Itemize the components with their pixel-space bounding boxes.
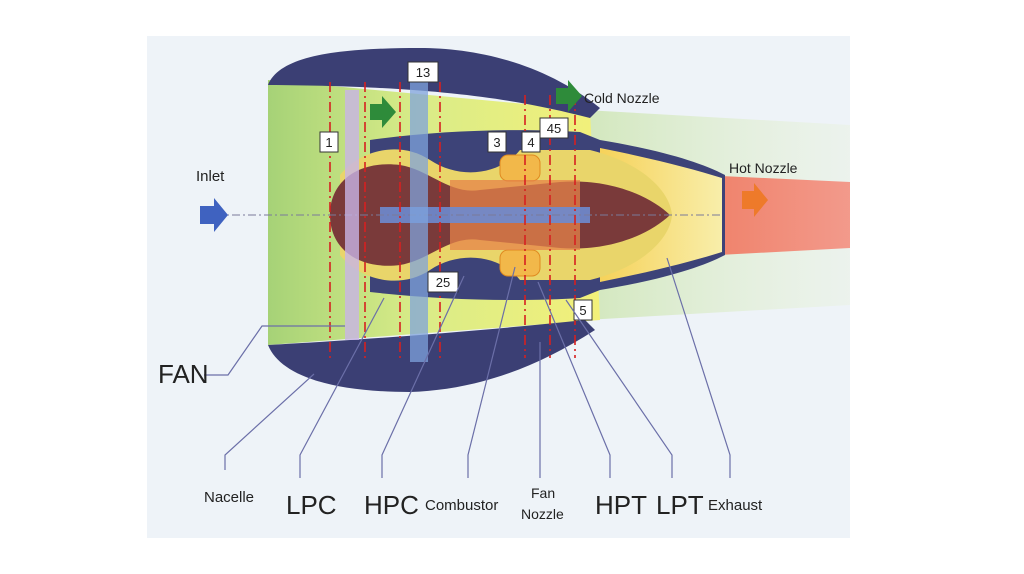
label-fan: FAN bbox=[158, 359, 209, 389]
combustor-upper bbox=[499, 154, 541, 182]
nacelle-bottom bbox=[268, 320, 595, 392]
svg-text:25: 25 bbox=[436, 275, 450, 290]
svg-text:1: 1 bbox=[325, 135, 332, 150]
leader-lpt bbox=[565, 299, 673, 478]
inlet-label: Inlet bbox=[196, 168, 225, 185]
label-lpt: LPT bbox=[656, 490, 704, 520]
hot-nozzle-label: Hot Nozzle bbox=[729, 160, 798, 176]
leader-hpt bbox=[537, 281, 611, 478]
label-nacelle: Nacelle bbox=[204, 489, 254, 506]
hot-flow-arrow bbox=[742, 183, 768, 217]
svg-text:4: 4 bbox=[527, 135, 534, 150]
svg-text:13: 13 bbox=[416, 65, 430, 80]
leader-combustor bbox=[467, 266, 516, 478]
label-hpt: HPT bbox=[595, 490, 647, 520]
station-box-13: 13 bbox=[407, 61, 439, 83]
combustor-lower bbox=[499, 249, 541, 277]
station-box-3: 3 bbox=[487, 131, 507, 153]
leader-exhaust bbox=[666, 257, 731, 478]
station-box-5: 5 bbox=[573, 299, 593, 321]
station-box-45: 45 bbox=[539, 117, 569, 139]
label-fan-nozzle-line2: Nozzle bbox=[521, 506, 564, 522]
label-lpc: LPC bbox=[286, 490, 337, 520]
leader-hpc bbox=[381, 275, 465, 478]
cold-flow-arrow-2 bbox=[556, 80, 582, 112]
leader-lines bbox=[204, 257, 731, 478]
cold-nozzle-label: Cold Nozzle bbox=[584, 90, 660, 106]
label-fan-nozzle-line1: Fan bbox=[531, 485, 555, 501]
svg-text:3: 3 bbox=[493, 135, 500, 150]
hot-plume bbox=[700, 175, 850, 256]
svg-text:5: 5 bbox=[579, 303, 586, 318]
label-combustor: Combustor bbox=[425, 497, 498, 514]
station-box-1: 1 bbox=[319, 131, 339, 153]
leader-lpc bbox=[299, 297, 385, 478]
svg-text:45: 45 bbox=[547, 121, 561, 136]
label-exhaust: Exhaust bbox=[708, 497, 763, 514]
leader-fan bbox=[204, 325, 345, 376]
label-hpc: HPC bbox=[364, 490, 419, 520]
station-box-25: 25 bbox=[427, 271, 459, 293]
nacelle-top bbox=[268, 48, 600, 118]
station-box-4: 4 bbox=[521, 131, 541, 153]
inlet-arrow bbox=[200, 198, 228, 232]
fan-blade bbox=[345, 90, 359, 340]
cold-flow-arrow-1 bbox=[370, 96, 396, 128]
hpc-band bbox=[410, 82, 428, 362]
leader-nacelle bbox=[224, 373, 315, 470]
